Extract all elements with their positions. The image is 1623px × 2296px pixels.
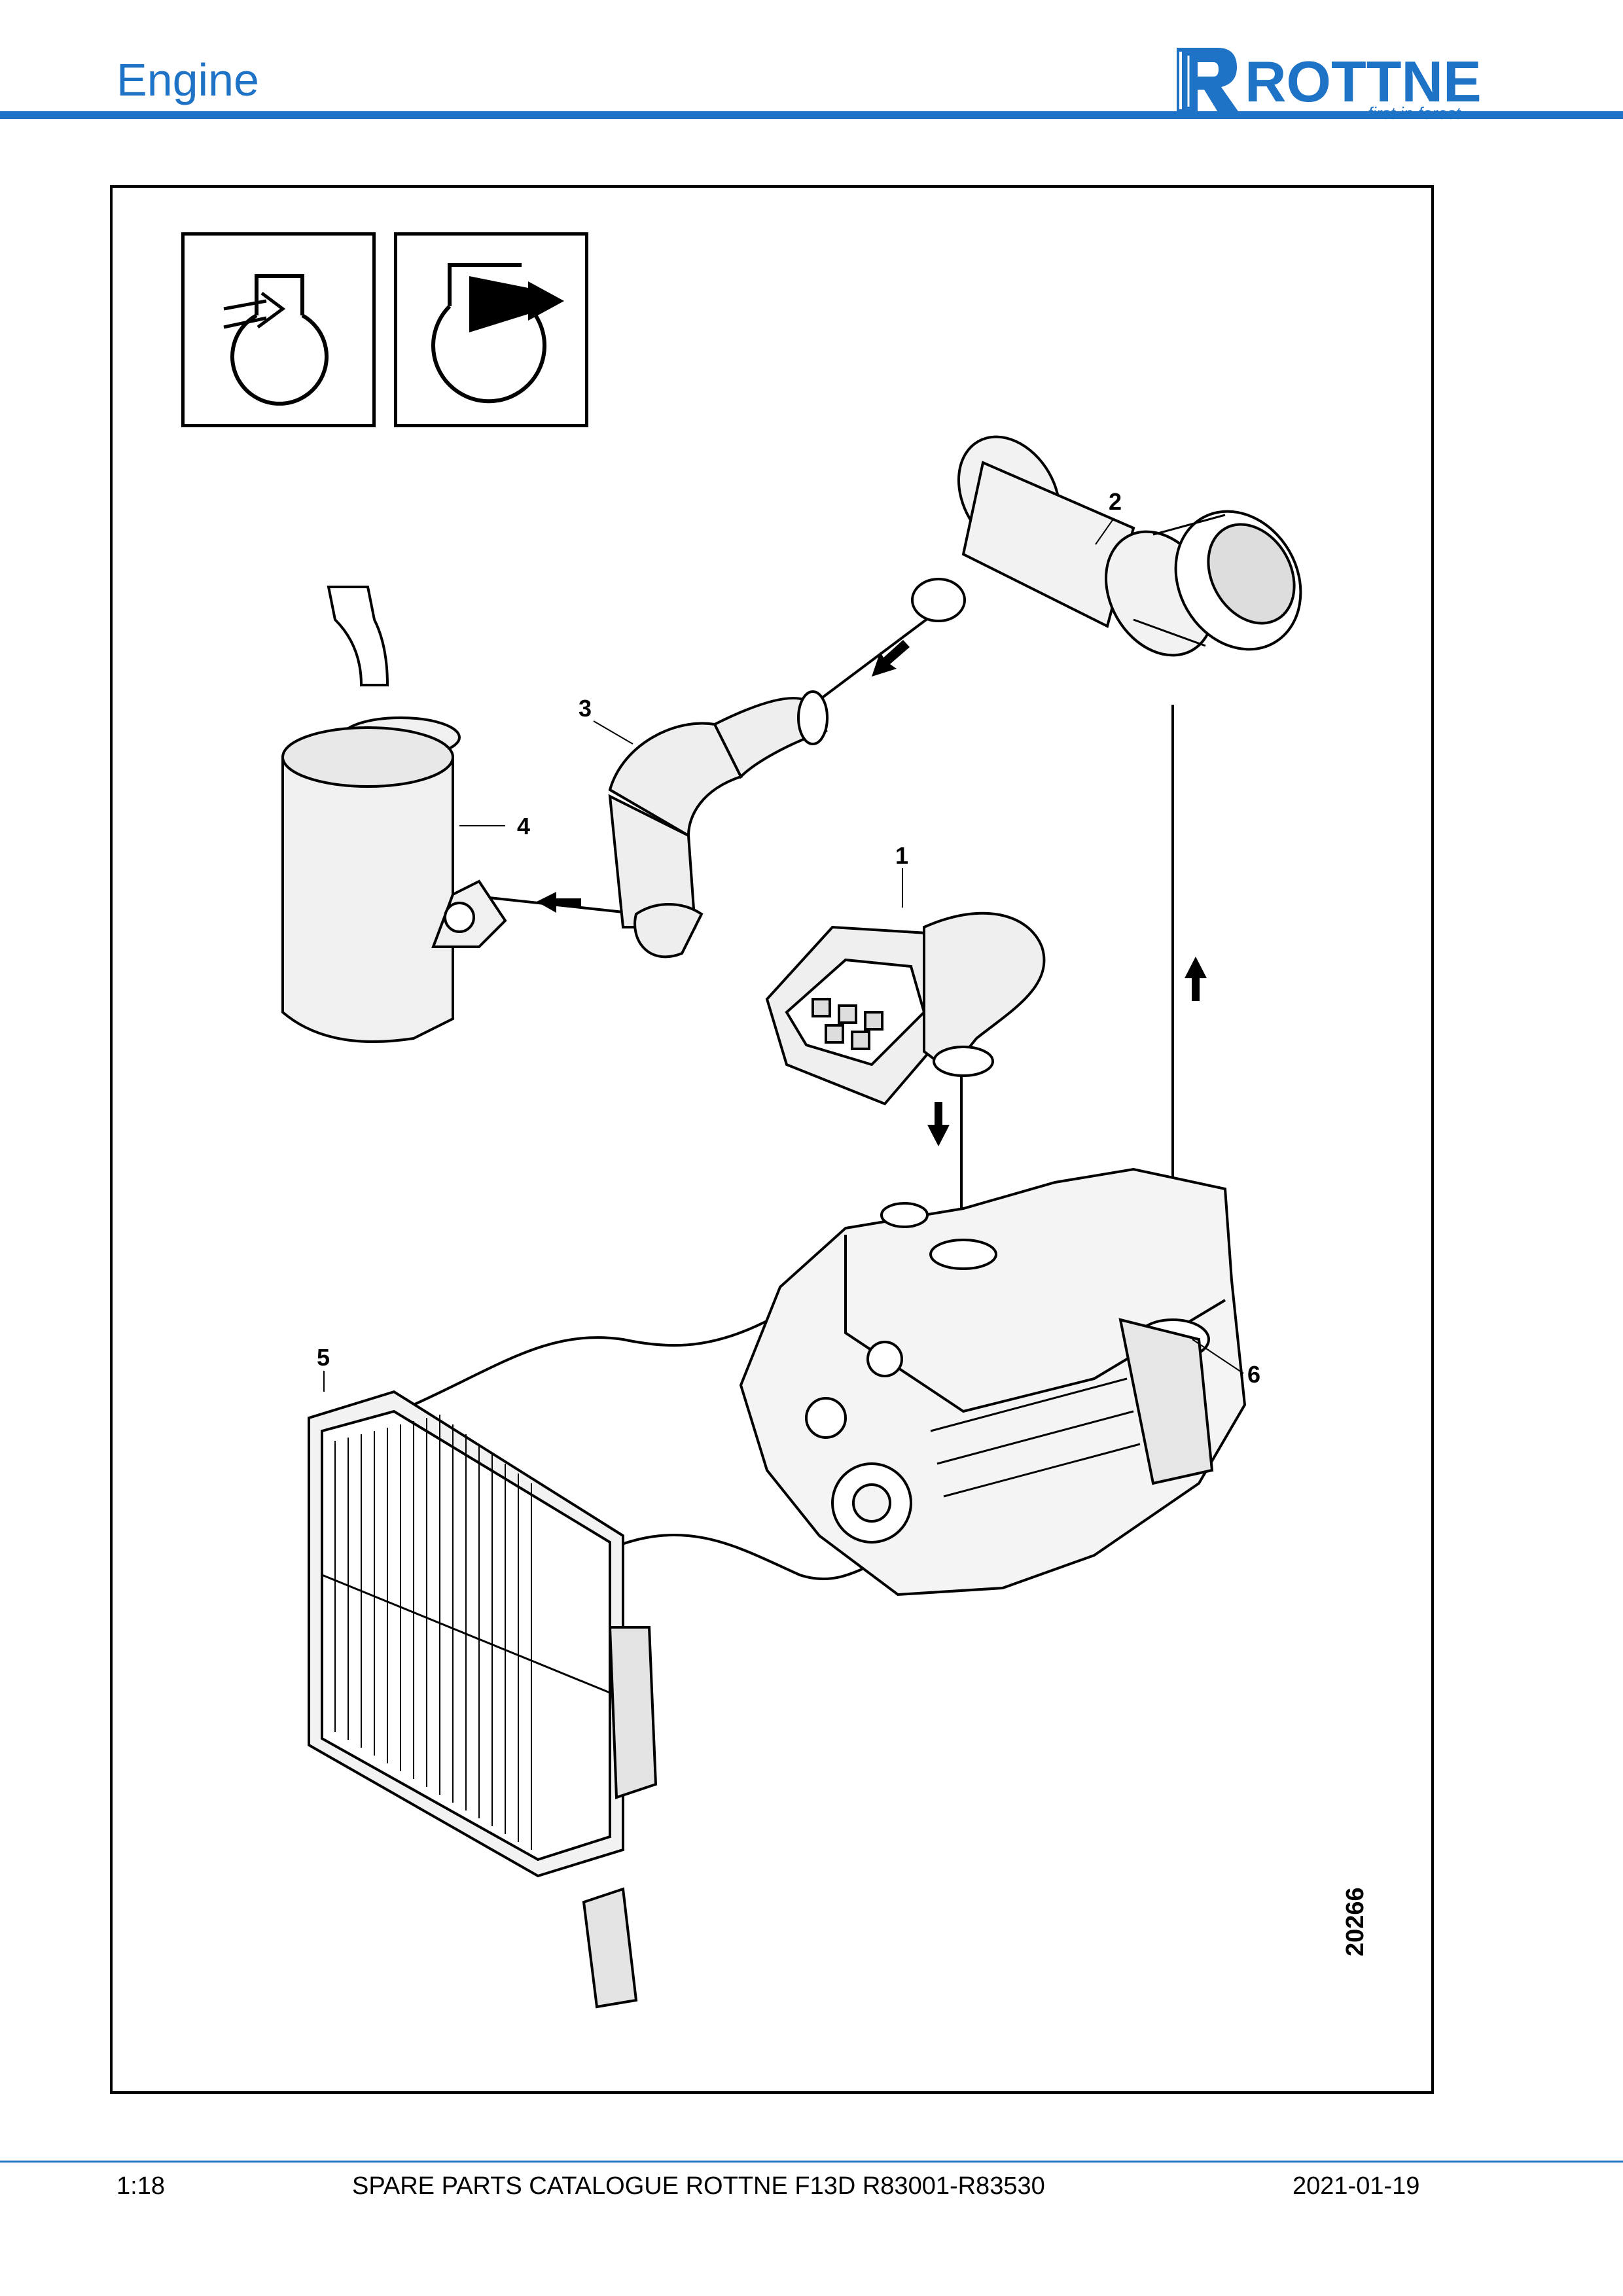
cooler-fins — [334, 1415, 532, 1850]
engine-air-intake-icon — [223, 274, 329, 406]
header-rule — [0, 111, 1623, 119]
callout-5: 5 — [317, 1344, 330, 1371]
cooler-package-drawing — [308, 1390, 658, 2009]
callout-1: 1 — [895, 842, 908, 869]
exhaust-aftertreatment-drawing — [281, 586, 507, 1043]
catalogue-title: SPARE PARTS CATALOGUE ROTTNE F13D R83001… — [352, 2172, 1045, 2200]
catalogue-date: 2021-01-19 — [1293, 2172, 1420, 2200]
engine-drawing — [739, 1167, 1247, 1597]
callout-3: 3 — [579, 695, 592, 722]
flow-arrows — [537, 640, 1207, 1146]
air-intake-symbol-box — [181, 232, 376, 427]
logo-wordmark: ROTTNE — [1245, 49, 1482, 114]
callout-2: 2 — [1109, 488, 1122, 515]
intake-hose-drawing — [608, 690, 829, 959]
rottne-logo: ROTTNE first in forest — [1177, 48, 1482, 121]
exhaust-outlet-symbol-box — [394, 232, 588, 427]
flow-arrow-icon — [1185, 957, 1207, 1001]
intake-module-drawing — [765, 911, 1046, 1106]
page-title: Engine — [116, 54, 259, 105]
footer-rule — [0, 2161, 1623, 2163]
drawing-number: 20266 — [1342, 1887, 1369, 1956]
engine-intake-exhaust-diagram: 2 3 4 1 5 6 — [281, 435, 1302, 2009]
flow-arrow-icon — [537, 892, 581, 913]
flow-arrow-icon — [872, 640, 910, 677]
callout-6: 6 — [1247, 1361, 1260, 1388]
air-filter-drawing — [911, 435, 1302, 657]
page-number: 1:18 — [116, 2172, 165, 2200]
engine-exhaust-outlet-icon — [431, 263, 564, 404]
line-2-to-3 — [812, 605, 945, 706]
callout-4: 4 — [517, 813, 530, 839]
flow-arrow-icon — [927, 1102, 950, 1146]
figure-frame — [110, 185, 1434, 2094]
